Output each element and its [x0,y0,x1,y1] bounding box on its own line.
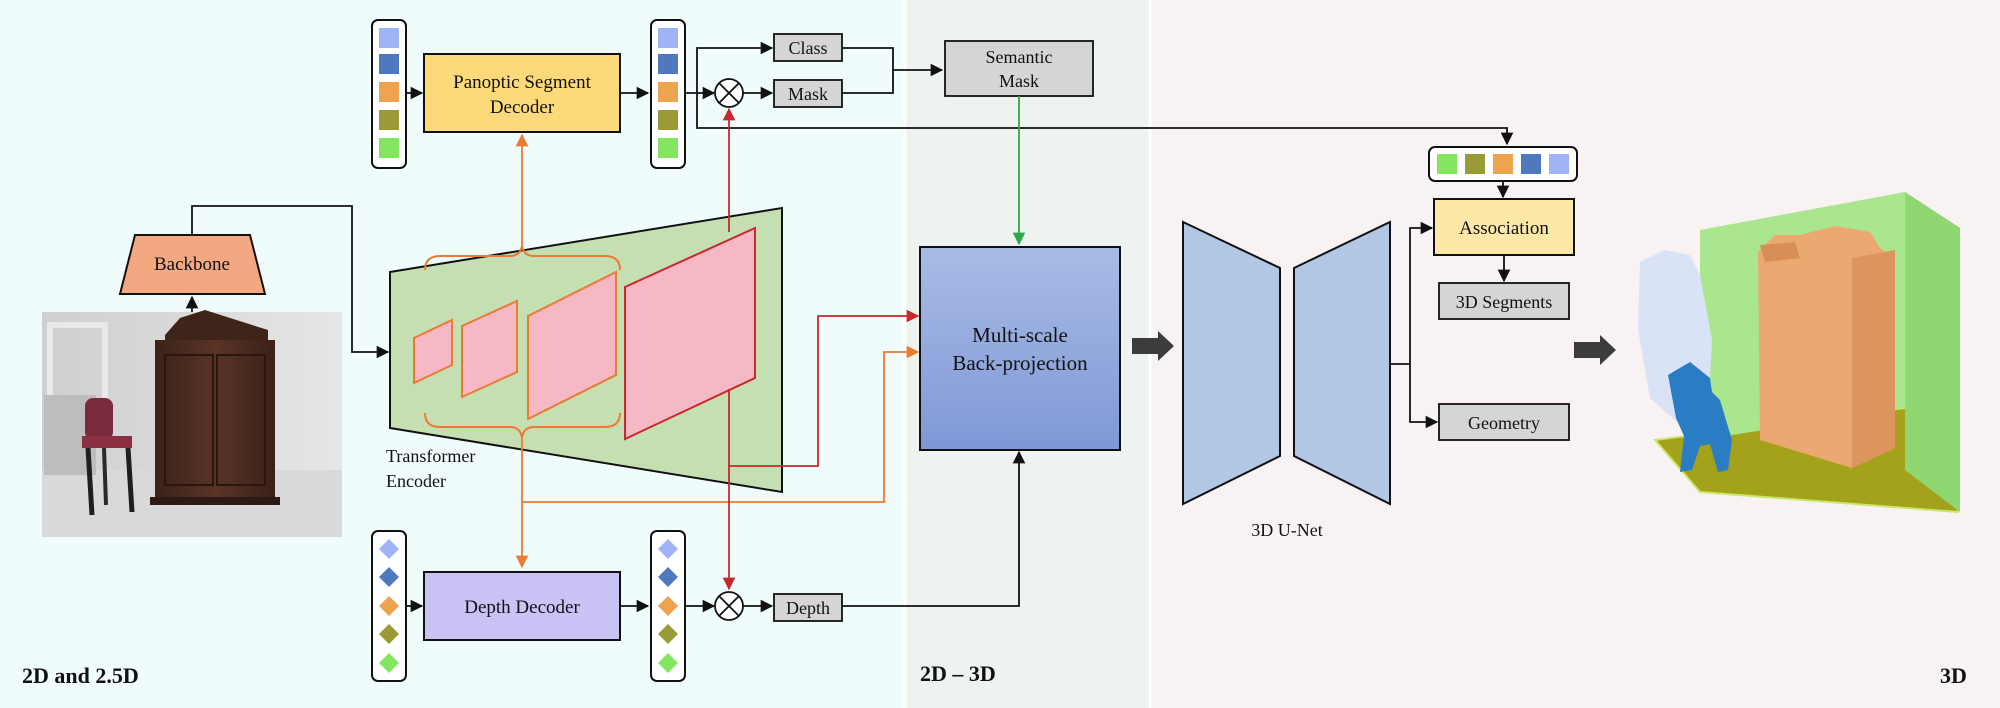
depth-box [773,593,843,622]
semantic-label-line2: Mask [999,71,1039,91]
recon-chair [1668,362,1732,472]
geometry-label: Geometry [1468,413,1540,433]
arrow-queries-to-association-queries [696,93,1514,146]
depth-token [658,624,678,644]
query-token [379,110,399,130]
query-token [379,138,399,158]
panoptic-decoder [423,53,621,133]
arrow-backbone-to-encoder [191,205,390,359]
panoptic-label-line2: Decoder [490,97,555,118]
depth-decoder-label: Depth Decoder [464,597,580,618]
association-queries [1428,146,1578,182]
depth-token [379,567,399,587]
query-token [658,138,678,158]
unet-decoder [1293,220,1391,506]
query-token [379,54,399,74]
depth-decoder [423,571,621,641]
query-token [658,54,678,74]
encoder-label-line2: Encoder [386,471,446,491]
query-token [1493,154,1513,174]
multiply-operator-bottom [714,591,744,621]
feature-map-4 [624,226,756,441]
region-label-3d: 3D [1940,663,1967,688]
query-token [379,28,399,48]
semantic-mask-box [944,40,1094,97]
feature-map-3 [527,270,617,421]
msbp-block [919,246,1121,451]
panoptic-query-input [371,19,407,169]
geometry-box [1438,403,1570,441]
arrow-mask-to-semantic [842,70,894,94]
msbp-label-line1: Multi-scale [972,323,1068,347]
region-label-2d-3d: 2D – 3D [920,661,996,686]
encoder-label-line1: Transformer [386,446,475,466]
arrow-feature-to-msbp-red [729,309,920,467]
feature-map-1 [413,318,453,385]
chair [82,398,135,516]
query-token [1521,154,1541,174]
query-token [658,28,678,48]
unet-encoder [1182,220,1281,506]
arrow-queries-to-class [696,41,774,93]
thick-arrow-msbp-to-unet [1132,331,1174,361]
arrow-encoder-to-msbp-orange [522,345,920,503]
wardrobe [155,340,275,500]
arrow-class-to-semantic [842,47,944,77]
arrow-unet-to-association [1390,221,1434,365]
depth-token [658,567,678,587]
backbone-block [118,234,267,295]
panoptic-label-line1: Panoptic Segment [453,72,591,93]
depth-token [379,539,399,559]
mask-box [773,79,843,108]
depth-token [658,596,678,616]
association-label: Association [1459,218,1549,239]
depth-label: Depth [786,598,830,618]
class-label: Class [788,38,827,58]
reconstruction-render [1638,192,1960,514]
depth-token [658,539,678,559]
query-token [379,82,399,102]
query-token [1549,154,1569,174]
depth-query-output [650,530,686,682]
query-token [1465,154,1485,174]
backbone-label: Backbone [154,254,230,275]
segments-3d-label: 3D Segments [1456,292,1553,312]
depth-token [379,653,399,673]
msbp-label-line2: Back-projection [952,351,1088,375]
segments-3d-box [1438,282,1570,320]
feature-map-2 [461,299,518,399]
arrow-depth-to-msbp [842,450,1026,607]
room-photo [42,310,342,537]
depth-token [658,653,678,673]
unet-label: 3D U-Net [1251,520,1322,540]
multiply-operator-top [714,78,744,108]
region-label-2d: 2D and 2.5D [22,663,139,688]
thick-arrow-to-reconstruction [1574,335,1616,365]
panoptic-query-output [650,19,686,169]
depth-query-input [371,530,407,682]
mask-label: Mask [788,84,828,104]
depth-token [379,596,399,616]
query-token [658,82,678,102]
query-token [658,110,678,130]
semantic-label-line1: Semantic [986,47,1053,67]
arrow-unet-to-geometry [1409,364,1439,429]
class-box [773,33,843,62]
query-token [1437,154,1457,174]
depth-token [379,624,399,644]
